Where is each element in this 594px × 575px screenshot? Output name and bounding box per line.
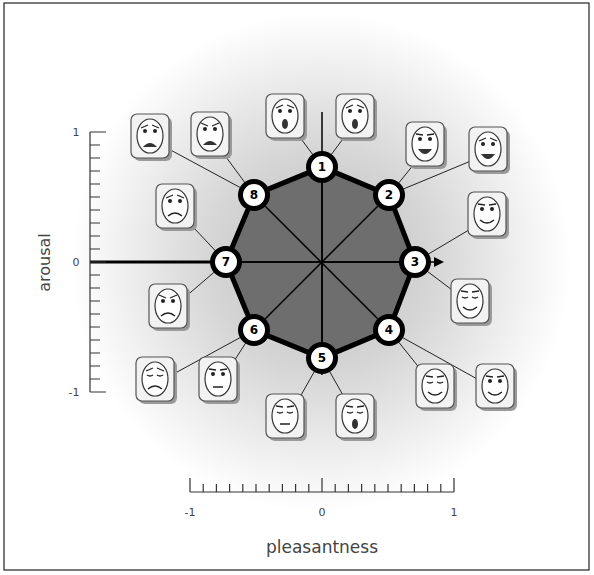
octagon-side	[395, 277, 410, 315]
octagon-side	[337, 173, 374, 189]
octant-number: 4	[385, 323, 393, 337]
scale-value: 1	[451, 506, 458, 519]
scale-value: 0	[319, 506, 326, 519]
octagon-side	[232, 277, 248, 315]
octagon-side	[232, 210, 248, 247]
axis-title: pleasantness	[266, 537, 378, 557]
octant-number: 7	[222, 255, 230, 269]
octagon-side	[337, 336, 374, 352]
octant-node: 8	[240, 181, 268, 209]
octant-number: 2	[385, 188, 393, 202]
octant-node: 3	[401, 248, 429, 276]
octant-node: 6	[240, 316, 268, 344]
octant-number: 8	[250, 188, 258, 202]
octagon-side	[269, 336, 307, 352]
octant-node: 7	[212, 248, 240, 276]
octant-number: 6	[250, 323, 258, 337]
octant-node: 4	[375, 316, 403, 344]
octant-node: 5	[308, 344, 336, 372]
scale-value: 0	[73, 256, 80, 269]
octant-number: 5	[318, 351, 326, 365]
scale-value: -1	[185, 506, 196, 519]
spoke-line	[265, 206, 377, 318]
octagon-side	[269, 173, 307, 189]
octant-number: 3	[411, 255, 419, 269]
axis-title: arousal	[34, 233, 53, 292]
scale-value: -1	[69, 386, 80, 399]
octant-number: 1	[318, 160, 326, 174]
octant-node: 2	[375, 181, 403, 209]
octagon-side	[395, 210, 409, 247]
scale-value: 1	[73, 126, 80, 139]
octant-node: 1	[308, 153, 336, 181]
